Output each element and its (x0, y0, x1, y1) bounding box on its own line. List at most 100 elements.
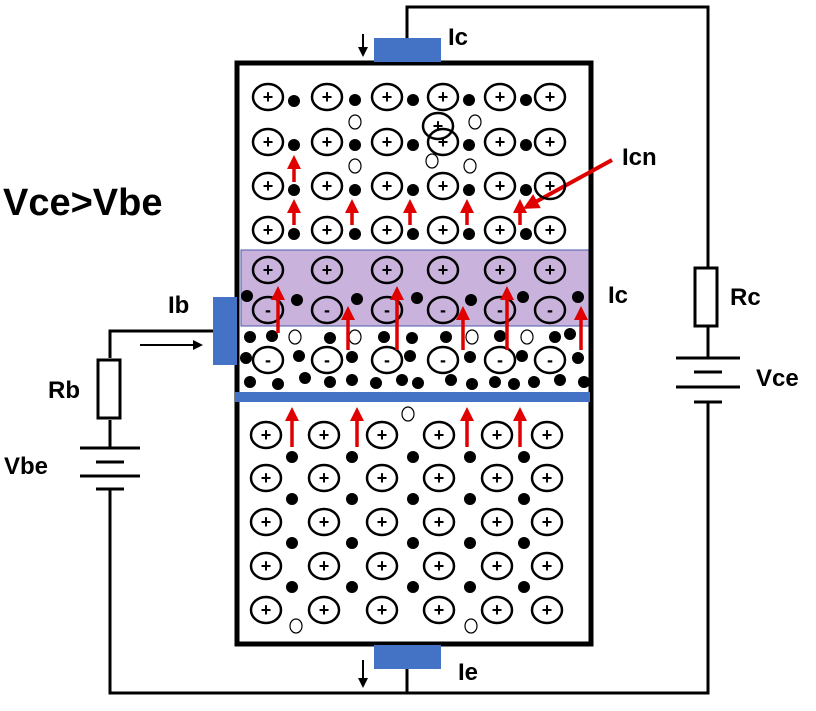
donor-ion: + (370, 171, 404, 201)
base-region (240, 249, 590, 327)
rb-resistor (96, 358, 122, 420)
donor-ion: + (370, 215, 404, 245)
svg-text:+: + (319, 425, 330, 445)
donor-ion: + (249, 507, 283, 537)
electron (518, 537, 530, 549)
donor-ion: + (426, 82, 460, 112)
donor-ion: + (365, 420, 399, 450)
donor-ion: + (249, 595, 283, 625)
svg-text:+: + (545, 132, 556, 152)
electron (346, 374, 358, 386)
svg-text:+: + (263, 260, 274, 280)
ic-side-label: Ic (608, 282, 628, 309)
donor-ion: + (370, 255, 404, 285)
hole (520, 329, 534, 345)
electron (407, 581, 419, 593)
svg-text:+: + (263, 87, 274, 107)
electron (286, 451, 298, 463)
hole (289, 618, 303, 634)
svg-text:+: + (261, 425, 272, 445)
electron (508, 378, 520, 390)
svg-text:+: + (438, 220, 449, 240)
donor-ion: + (251, 171, 285, 201)
electron (464, 581, 476, 593)
svg-text:+: + (322, 132, 333, 152)
hole (425, 153, 439, 169)
svg-text:+: + (438, 132, 449, 152)
electron (272, 378, 284, 390)
electron (407, 184, 419, 196)
donor-ion: + (251, 255, 285, 285)
electron (520, 228, 532, 240)
electron (407, 537, 419, 549)
electron (518, 451, 530, 463)
donor-ion: + (365, 507, 399, 537)
svg-text:+: + (261, 468, 272, 488)
electron (572, 291, 584, 303)
svg-text:+: + (377, 468, 388, 488)
acceptor-ion: - (251, 295, 285, 325)
donor-ion: + (530, 551, 564, 581)
electron (288, 228, 300, 240)
donor-ion: + (307, 551, 341, 581)
donor-ion: + (365, 463, 399, 493)
svg-text:-: - (440, 350, 446, 370)
electron (346, 493, 358, 505)
electron (407, 228, 419, 240)
svg-text:+: + (545, 260, 556, 280)
svg-text:+: + (433, 116, 444, 136)
electron (516, 350, 528, 362)
svg-text:+: + (438, 260, 449, 280)
electron (291, 294, 303, 306)
donor-ion: + (370, 127, 404, 157)
svg-text:-: - (547, 350, 553, 370)
ie-label: Ie (458, 659, 478, 686)
svg-text:+: + (319, 468, 330, 488)
electron (407, 139, 419, 151)
hole (348, 329, 362, 345)
svg-text:+: + (377, 600, 388, 620)
donor-ion: + (530, 463, 564, 493)
donor-ion: + (422, 507, 456, 537)
hole (468, 114, 482, 130)
hole (465, 329, 479, 345)
donor-ion: + (249, 551, 283, 581)
electron (286, 581, 298, 593)
svg-text:+: + (492, 468, 503, 488)
electron (464, 351, 476, 363)
donor-ion: + (422, 595, 456, 625)
hole (348, 114, 362, 130)
donor-ion: + (480, 463, 514, 493)
electron-flow-arrows (271, 155, 588, 447)
electron (244, 331, 256, 343)
svg-text:+: + (495, 260, 506, 280)
svg-text:+: + (263, 220, 274, 240)
svg-text:+: + (377, 425, 388, 445)
vbe-label: Vbe (4, 453, 48, 480)
hole (463, 158, 477, 174)
electron (404, 350, 416, 362)
electron (324, 376, 336, 388)
acceptor-ion: - (251, 345, 285, 375)
electron (370, 377, 382, 389)
electron (549, 331, 561, 343)
vce-label: Vce (756, 365, 799, 392)
electron (463, 184, 475, 196)
acceptor-ion: - (533, 295, 567, 325)
donor-ion: + (483, 127, 517, 157)
donor-ion: + (422, 420, 456, 450)
svg-text:+: + (495, 220, 506, 240)
acceptor-ion: - (483, 345, 517, 375)
electron (518, 493, 530, 505)
hole (401, 406, 415, 422)
electron (578, 376, 590, 388)
electron (349, 139, 361, 151)
ib-label: Ib (168, 292, 189, 319)
electron (528, 376, 540, 388)
svg-text:+: + (495, 132, 506, 152)
svg-text:+: + (377, 556, 388, 576)
electron (554, 374, 566, 386)
donor-ion: + (426, 171, 460, 201)
donor-ion: + (533, 127, 567, 157)
